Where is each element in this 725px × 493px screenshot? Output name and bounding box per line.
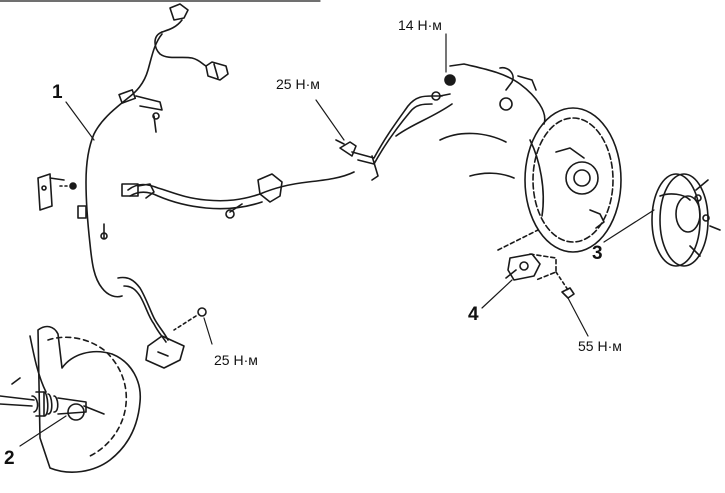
leader-2 [19, 415, 67, 447]
leader-1 [65, 101, 95, 141]
torque-label-14: 14 Н·м [398, 17, 442, 33]
torque-label-25-top: 25 Н·м [276, 76, 320, 92]
torque-label-55: 55 Н·м [578, 338, 622, 354]
torque-label-25-bottom: 25 Н·м [214, 352, 258, 368]
front-knuckle-assembly [0, 325, 142, 473]
leader-25-bottom [203, 317, 213, 345]
rear-backing-plate [395, 63, 622, 253]
callout-leaders [19, 33, 655, 447]
leader-3 [603, 209, 655, 243]
rear-brake-drum [651, 173, 721, 267]
central-harness [121, 91, 451, 219]
leader-55 [567, 297, 589, 337]
leader-4 [481, 279, 513, 309]
front-sensor-harness [37, 3, 229, 369]
callout-3: 3 [592, 243, 603, 264]
callout-1: 1 [52, 82, 63, 103]
callout-4: 4 [468, 304, 479, 325]
callout-2: 2 [4, 448, 15, 469]
rear-speed-sensor [497, 229, 575, 299]
leader-25-top [315, 99, 345, 141]
